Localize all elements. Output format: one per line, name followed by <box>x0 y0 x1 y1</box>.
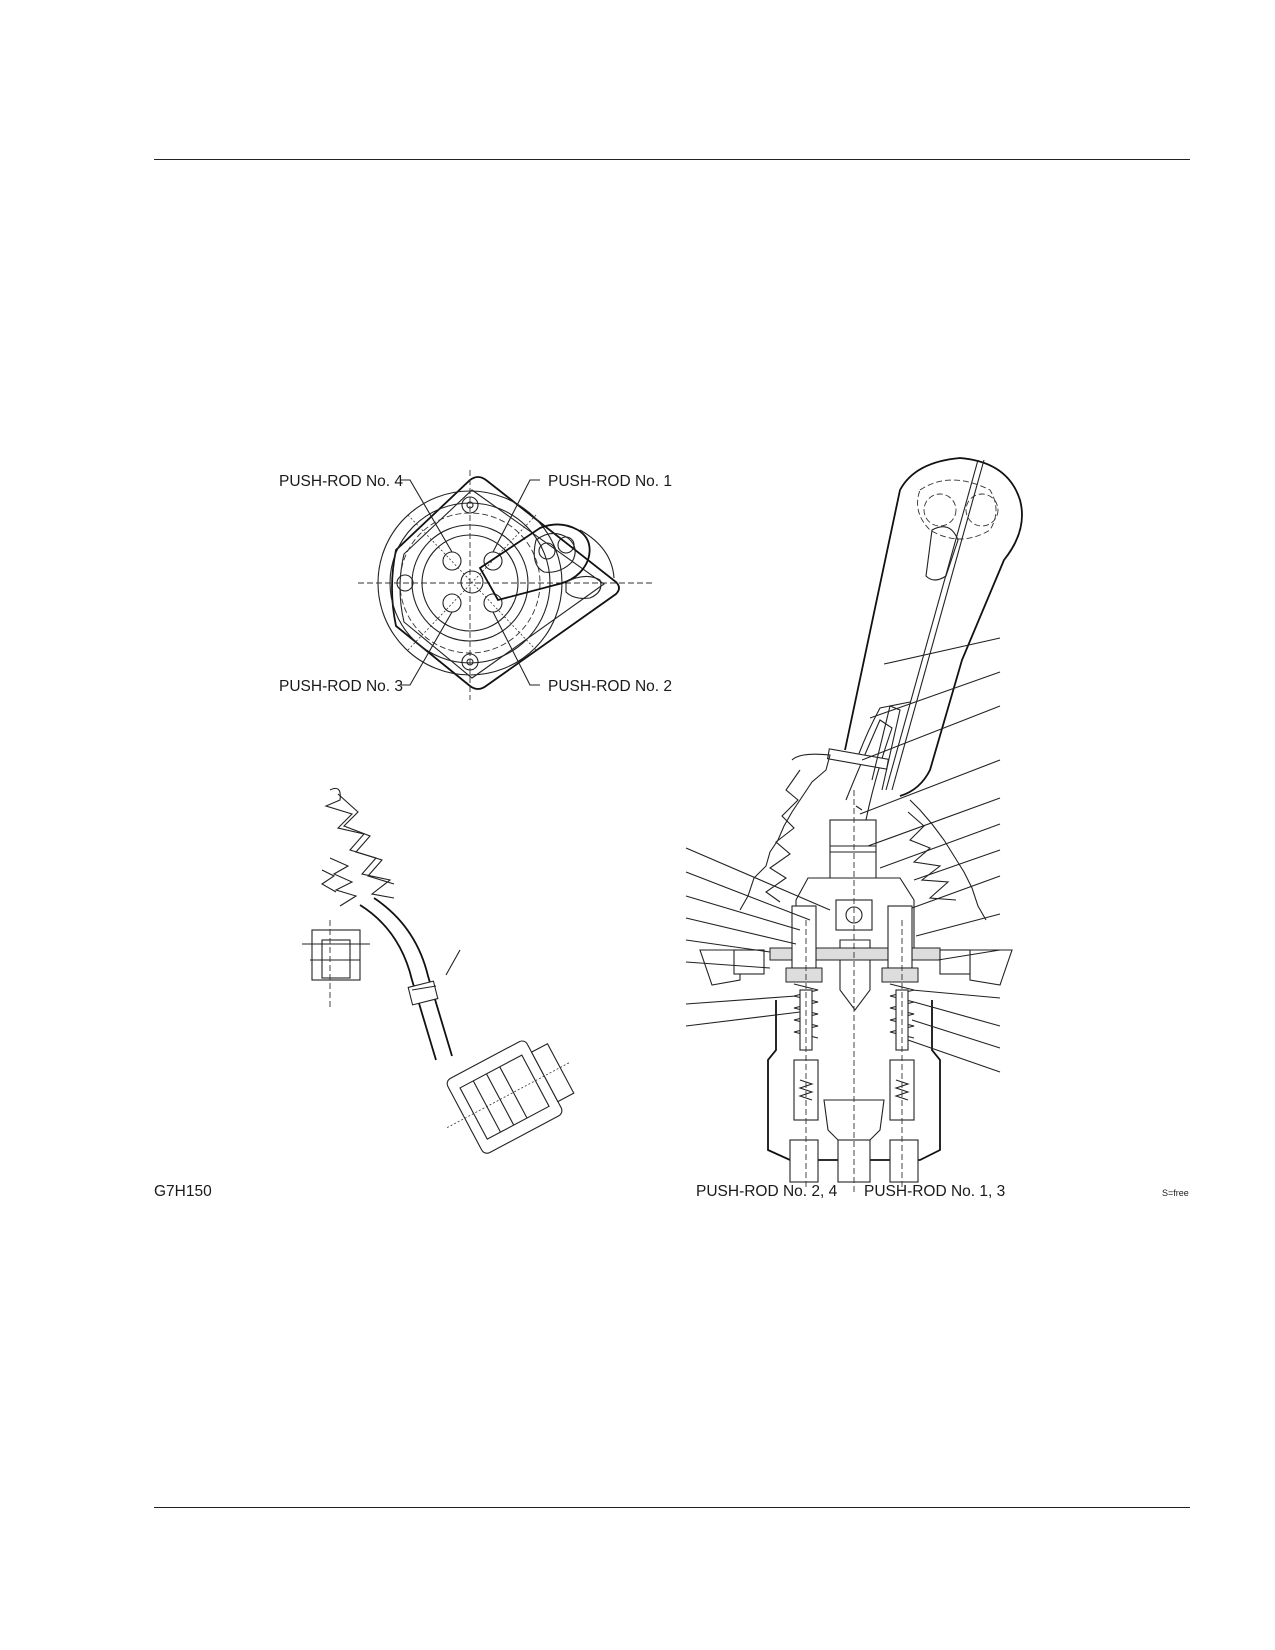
scale-note: S=free <box>1162 1188 1189 1198</box>
label-pushrod-1: PUSH-ROD No. 1 <box>548 473 672 490</box>
top-view-drawing <box>358 470 655 700</box>
label-pushrod-1-3: PUSH-ROD No. 1, 3 <box>864 1183 1005 1200</box>
header-rule <box>154 159 1190 160</box>
figure-code: G7H150 <box>154 1183 212 1200</box>
label-pushrod-2-4: PUSH-ROD No. 2, 4 <box>696 1183 838 1200</box>
cross-section-drawing <box>685 457 1023 1192</box>
connector-side-view <box>302 787 575 1154</box>
label-pushrod-2: PUSH-ROD No. 2 <box>548 678 672 695</box>
label-pushrod-3: PUSH-ROD No. 3 <box>279 678 403 695</box>
label-pushrod-4: PUSH-ROD No. 4 <box>279 473 403 490</box>
footer-rule <box>154 1507 1190 1508</box>
